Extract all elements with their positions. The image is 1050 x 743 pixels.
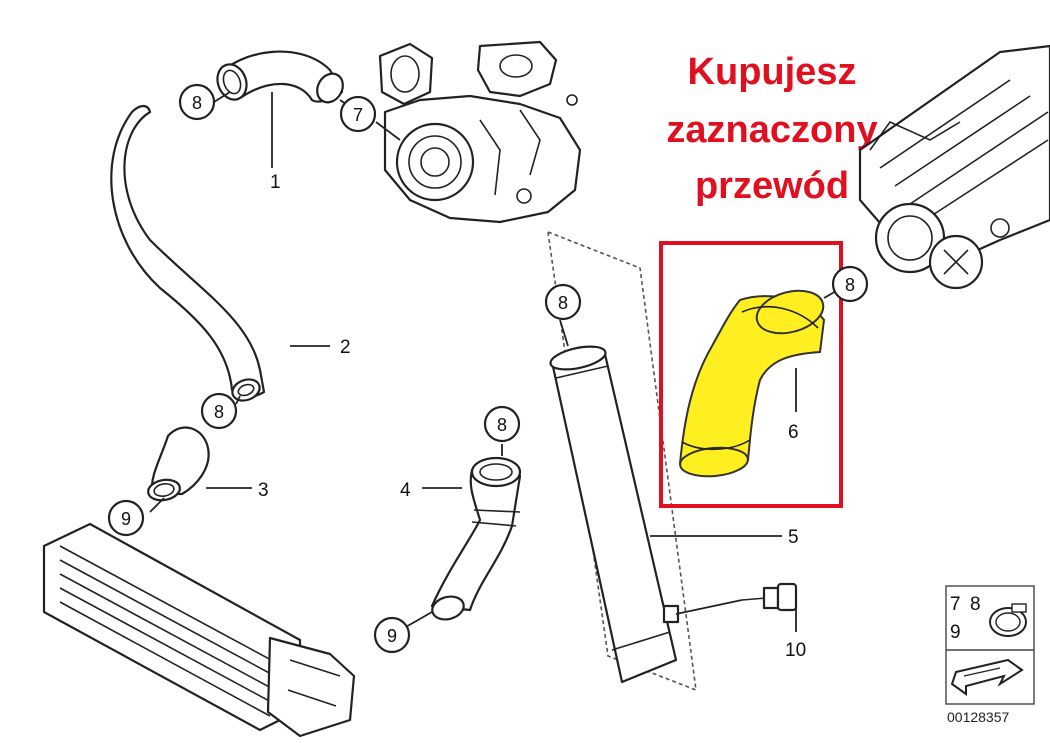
part-label-10: 10 (785, 640, 806, 661)
svg-text:8: 8 (558, 293, 568, 313)
callout-7: 7 (339, 95, 377, 133)
legend-number-9: 9 (950, 622, 961, 643)
legend-number-8: 8 (970, 594, 981, 615)
svg-text:9: 9 (121, 509, 131, 529)
hose-part-1 (216, 50, 344, 104)
svg-text:8: 8 (497, 415, 507, 435)
svg-text:8: 8 (214, 402, 224, 422)
headline-line-1: Kupujesz (688, 51, 857, 93)
leader-lines (149, 91, 839, 632)
svg-text:8: 8 (192, 93, 202, 113)
callout-9-bottom: 9 (373, 616, 411, 654)
callout-8-pipe-top: 8 (544, 283, 582, 321)
part-label-3: 3 (258, 480, 269, 501)
svg-text:7: 7 (353, 105, 363, 125)
sensor-part-10 (741, 582, 798, 612)
callout-9-left: 9 (107, 499, 145, 537)
callout-8-right: 8 (831, 265, 869, 303)
legend-box: 7 8 9 (945, 585, 1035, 705)
svg-text:9: 9 (387, 626, 397, 646)
hose-clamp-icon (989, 603, 1027, 637)
arrow-icon (950, 658, 1024, 696)
pipe-part-5 (547, 230, 697, 692)
selection-highlight-box (659, 241, 843, 508)
svg-text:8: 8 (845, 275, 855, 295)
turbocharger (378, 40, 582, 224)
headline-line-2: zaznaczony (666, 109, 877, 151)
selected-hose-part-6 (678, 289, 826, 478)
part-label-4: 4 (400, 480, 411, 501)
part-label-5: 5 (788, 527, 799, 548)
diagram-id: 00128357 (947, 709, 1010, 725)
intake-manifold (858, 44, 1050, 290)
callout-8-part-4: 8 (483, 405, 521, 443)
hose-part-2 (110, 104, 266, 402)
intercooler (42, 522, 356, 738)
hose-part-4 (430, 456, 522, 621)
callout-8-top-left: 8 (178, 83, 216, 121)
headline-line-3: przewód (695, 165, 849, 207)
part-label-6: 6 (788, 422, 799, 443)
callout-8-left-middle: 8 (200, 392, 238, 430)
legend-number-7: 7 (950, 594, 961, 615)
part-label-1: 1 (270, 172, 281, 193)
part-label-2: 2 (340, 337, 351, 358)
hose-part-3 (147, 426, 210, 502)
